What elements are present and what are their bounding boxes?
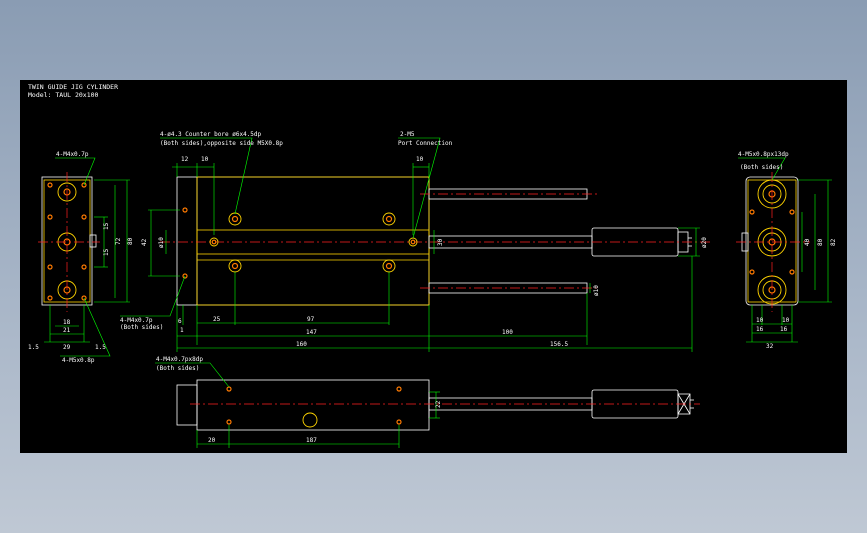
drawing-model: Model: TAUL 20x100 (28, 91, 99, 99)
dim-147: 147 (306, 329, 317, 336)
dim-r16b: 16 (780, 326, 788, 333)
dim-phi10-rod: ø10 (593, 285, 600, 296)
right-end-view: 40 80 82 10 10 16 16 32 4-M5x0.8px13dp (… (736, 151, 837, 350)
label-bottom-thread: 4-M4x0.7px8dp (156, 356, 203, 363)
dim-b22: 22 (435, 400, 442, 408)
label-bottom-thread-sub: (Both sides) (156, 365, 199, 372)
dim-r16a: 16 (756, 326, 764, 333)
dim-r32: 32 (766, 343, 774, 350)
label-left-top-thread: 4-M4x0.7p (56, 151, 89, 158)
dim-72: 72 (115, 237, 122, 245)
label-left-bottom-thread: 4-M5x0.8p (62, 357, 95, 364)
label-front-side-sub: (Both sides) (120, 324, 163, 331)
dim-156-5: 156.5 (550, 341, 568, 348)
dim-18: 18 (63, 319, 71, 326)
dim-r80: 80 (817, 238, 824, 246)
dim-1-5-left: 1.5 (28, 344, 39, 351)
dim-b187: 187 (306, 437, 317, 444)
dim-80: 80 (127, 237, 134, 245)
label-port-sub: Port Connection (398, 140, 453, 147)
cad-drawing: TWIN GUIDE JIG CYLINDER Model: TAUL 20x1… (28, 83, 837, 448)
dim-1-5-right: 1.5 (95, 344, 106, 351)
label-front-side-thread: 4-M4x0.7p (120, 317, 153, 324)
dim-21: 21 (63, 327, 71, 334)
front-view: 12 10 10 42 ø10 30 ø20 ø10 1 (120, 131, 710, 352)
dim-10-right: 10 (416, 156, 424, 163)
label-right-thread-sub: (Both sides) (740, 164, 783, 171)
dim-160: 160 (296, 341, 307, 348)
dim-15b: 15 (103, 248, 110, 256)
label-right-thread: 4-M5x0.8px13dp (738, 151, 789, 158)
dim-r40: 40 (804, 238, 811, 246)
dim-phi10: ø10 (158, 237, 165, 248)
dim-10-left: 10 (201, 156, 209, 163)
dim-97: 97 (307, 316, 315, 323)
dim-phi20: ø20 (701, 237, 708, 248)
bottom-view: 22 20 187 4-M4x0.7px8dp (Both sides) (155, 356, 700, 448)
dim-29: 29 (63, 344, 71, 351)
dim-r10a: 10 (756, 317, 764, 324)
dim-r82: 82 (830, 238, 837, 246)
dim-100: 100 (502, 329, 513, 336)
dim-6: 6 (178, 318, 182, 325)
label-counterbore-sub: (Both sides),opposite side M5X0.8p (160, 140, 283, 147)
label-counterbore: 4-ø4.3 Counter bore ø6x4.5dp (160, 131, 262, 138)
dim-r10b: 10 (782, 317, 790, 324)
dim-b20: 20 (208, 437, 216, 444)
dim-15a: 15 (103, 222, 110, 230)
label-port: 2-M5 (400, 131, 415, 138)
dim-30: 30 (437, 238, 444, 246)
cad-drawing-viewport[interactable]: TWIN GUIDE JIG CYLINDER Model: TAUL 20x1… (20, 80, 847, 453)
dim-1: 1 (180, 327, 184, 334)
dim-25: 25 (213, 316, 221, 323)
drawing-title: TWIN GUIDE JIG CYLINDER (28, 83, 118, 91)
dim-42: 42 (141, 238, 148, 246)
dim-12: 12 (181, 156, 189, 163)
left-end-view: 15 15 72 80 18 21 29 1.5 1.5 4-M4x0.7p 4… (28, 151, 134, 364)
